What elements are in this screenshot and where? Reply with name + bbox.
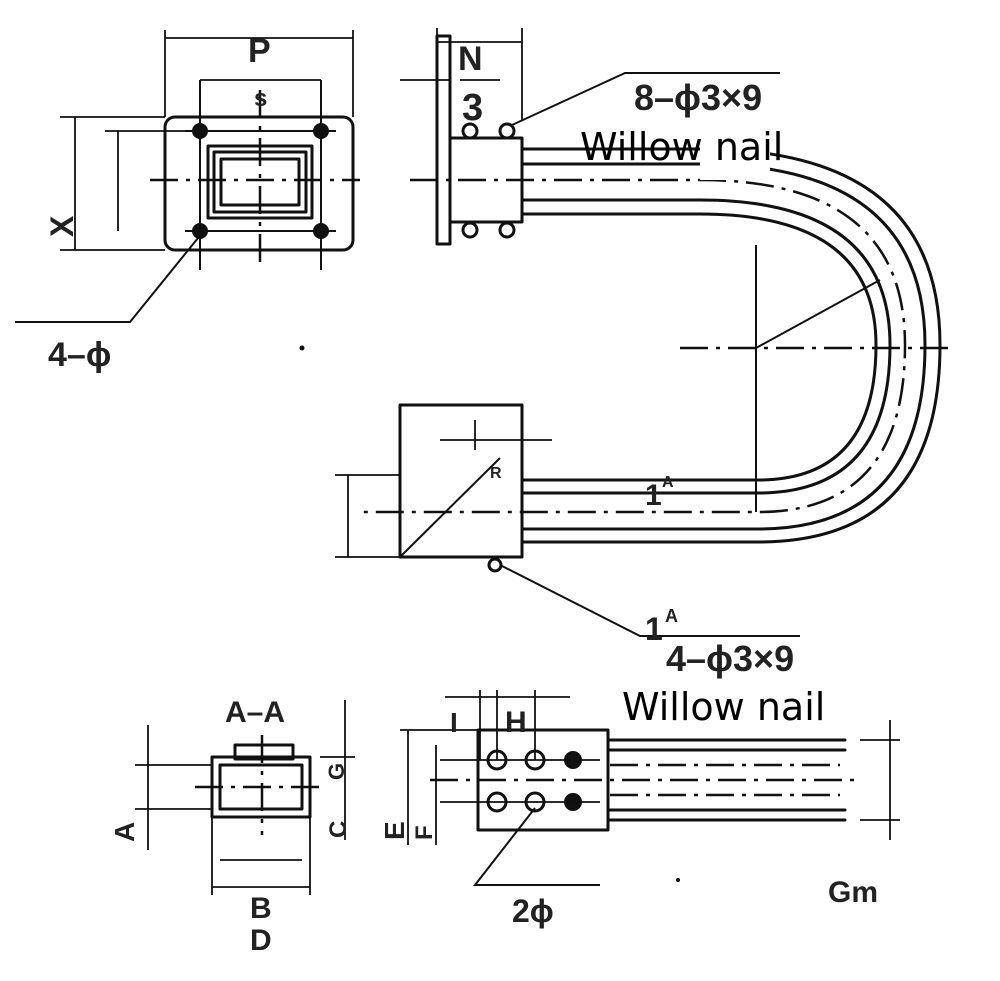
label-section-a-a: A–A: [225, 696, 285, 729]
label-F: F: [411, 825, 438, 840]
label-P: P: [248, 32, 271, 70]
section-a-a: [135, 700, 355, 895]
label-4-phi-3x9: 4–ϕ3×9: [666, 638, 794, 679]
label-s: s: [254, 85, 267, 112]
label-B: B: [250, 892, 272, 925]
note-willow-nail-bottom: Willow nail: [622, 685, 825, 729]
label-C: C: [325, 821, 352, 838]
label-I: I: [450, 707, 458, 738]
label-1a-low-sup: A: [665, 606, 678, 626]
label-2-phi: 2ϕ: [512, 893, 554, 929]
label-1a-mid: 1: [645, 479, 662, 512]
label-H: H: [505, 706, 527, 739]
flange-side-view: [400, 28, 780, 246]
plate-front-view: [15, 30, 360, 323]
label-8-phi-3x9: 8–ϕ3×9: [634, 77, 762, 118]
label-4-phi: 4–ϕ: [48, 336, 111, 374]
label-1a-low: 1: [645, 611, 663, 647]
label-E: E: [379, 821, 410, 840]
lower-bracket: [335, 403, 800, 637]
label-X: X: [44, 215, 80, 237]
note-willow-nail-top: Willow nail: [580, 125, 783, 169]
label-N: N: [458, 40, 483, 78]
label-3: 3: [462, 87, 483, 129]
u-chain: [360, 147, 950, 544]
label-A: A: [109, 822, 140, 842]
label-Gm: Gm: [828, 876, 878, 909]
label-R: R: [490, 465, 502, 482]
label-D: D: [250, 924, 272, 957]
label-1a-mid-sup: A: [662, 474, 674, 491]
plan-view: [400, 690, 900, 886]
label-G: G: [324, 763, 349, 780]
